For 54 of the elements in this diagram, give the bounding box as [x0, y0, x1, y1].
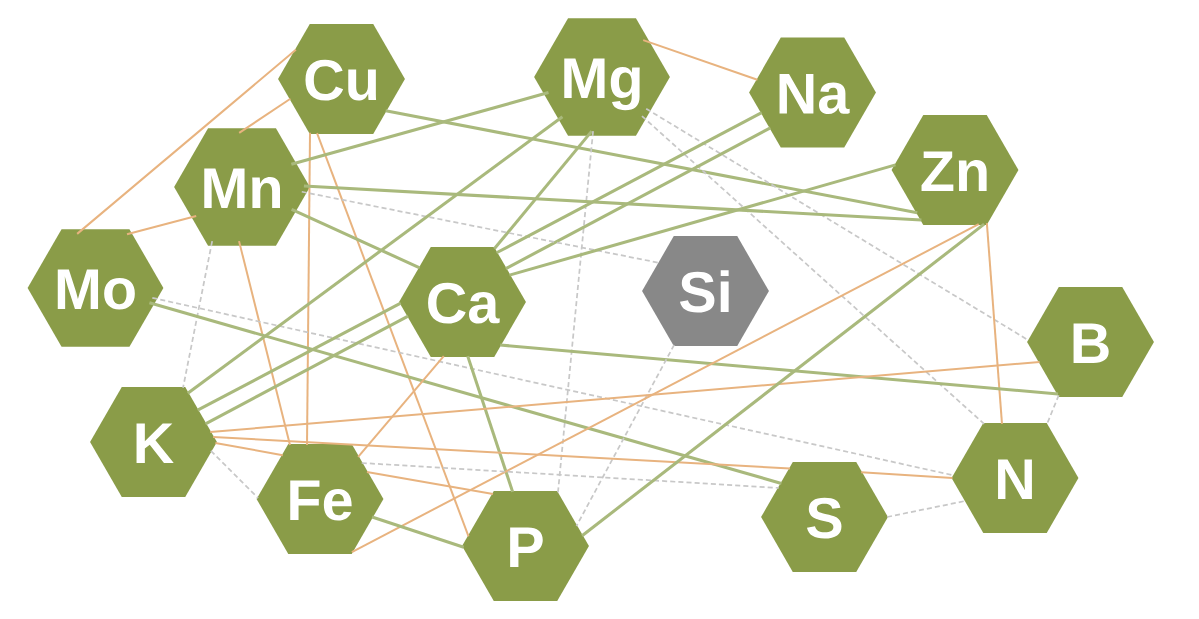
dashed-connector-line — [300, 190, 661, 264]
element-hexagon: Mn — [174, 128, 310, 246]
element-hexagon: Zn — [891, 115, 1019, 225]
connector-line — [385, 109, 918, 215]
connector-line — [350, 223, 980, 554]
connector-line — [365, 471, 494, 495]
element-hexagon: Si — [642, 236, 769, 346]
connector-line — [581, 222, 986, 537]
connector-line — [212, 435, 792, 470]
dashed-connector-line — [556, 130, 594, 495]
element-hexagon: Na — [749, 37, 876, 148]
element-hexagon: N — [951, 423, 1079, 533]
dashed-connector-line — [210, 450, 259, 499]
connector-line — [238, 240, 291, 446]
connector-line — [76, 48, 297, 235]
element-hexagon: B — [1027, 287, 1154, 397]
element-hexagon: Ca — [399, 247, 526, 357]
connector-line — [371, 515, 465, 549]
dashed-connector-line — [575, 344, 675, 527]
element-hexagon: Mo — [27, 229, 164, 347]
connector-line — [466, 355, 515, 493]
connector-line — [509, 163, 896, 277]
connector-line — [505, 126, 772, 271]
connector-line — [303, 184, 922, 222]
element-hexagon: P — [462, 491, 589, 601]
connector-line — [985, 222, 1003, 425]
connector-line — [500, 343, 1059, 396]
connector-line — [290, 207, 421, 270]
connector-line — [186, 115, 564, 395]
connector-line — [316, 132, 470, 538]
dashed-connector-line — [886, 500, 967, 518]
connector-line — [204, 314, 409, 426]
connector-line — [209, 361, 1041, 433]
connector-line — [126, 214, 198, 236]
connector-line — [493, 130, 593, 250]
dashed-connector-line — [360, 462, 780, 489]
element-hexagon: Cu — [278, 24, 405, 134]
connector-line — [238, 97, 292, 134]
element-hexagon: S — [761, 462, 888, 572]
dashed-connector-line — [641, 115, 985, 425]
connector-line — [214, 442, 284, 457]
connector-line — [860, 471, 954, 479]
connector-line — [290, 91, 549, 166]
element-hexagon: K — [90, 387, 217, 497]
connector-line — [306, 131, 311, 446]
connector-line — [357, 355, 445, 458]
element-hexagon: Mg — [534, 18, 670, 136]
dashed-connector-line — [182, 240, 214, 389]
connector-line — [642, 39, 759, 81]
dashed-connector-line — [1045, 394, 1060, 426]
connector-line — [196, 301, 402, 412]
connector-line — [149, 301, 782, 485]
element-hexagon: Fe — [256, 444, 384, 554]
connector-line — [495, 111, 763, 255]
